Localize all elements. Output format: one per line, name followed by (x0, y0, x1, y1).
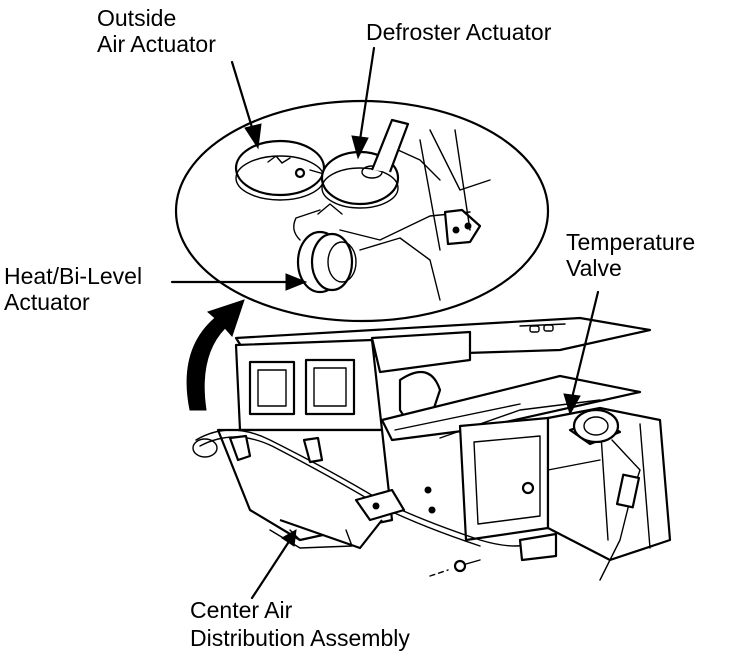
center-air-distribution-label-line1: Center Air (190, 597, 293, 623)
temperature-valve-leader-arrow (563, 290, 600, 416)
hvac-unit-drawing (192, 316, 672, 581)
defroster-actuator-label: Defroster Actuator (366, 19, 552, 45)
defroster-actuator-drawing (320, 118, 441, 209)
outside-air-actuator-label-line1: Outside (97, 5, 177, 31)
detail-callout-arrow (186, 299, 245, 411)
heat-bilevel-actuator-label-line1: Heat/Bi-Level (4, 263, 143, 289)
defroster-leader-arrow (351, 46, 376, 160)
center-air-distribution-label-line2: Distribution Assembly (190, 625, 410, 651)
heat-bilevel-leader-arrow (170, 273, 308, 291)
temperature-valve-label-line2: Valve (566, 255, 622, 281)
outside-air-actuator-label-line2: Air Actuator (97, 31, 216, 57)
heat-bilevel-actuator-drawing (293, 129, 491, 301)
detail-view-ellipse (174, 99, 550, 323)
outside-air-actuator-drawing (234, 139, 351, 201)
center-air-leader-arrow (250, 529, 297, 600)
temperature-valve-label-line1: Temperature (566, 229, 696, 255)
outside-air-leader-arrow (230, 60, 262, 150)
heat-bilevel-actuator-label-line2: Actuator (4, 289, 90, 315)
